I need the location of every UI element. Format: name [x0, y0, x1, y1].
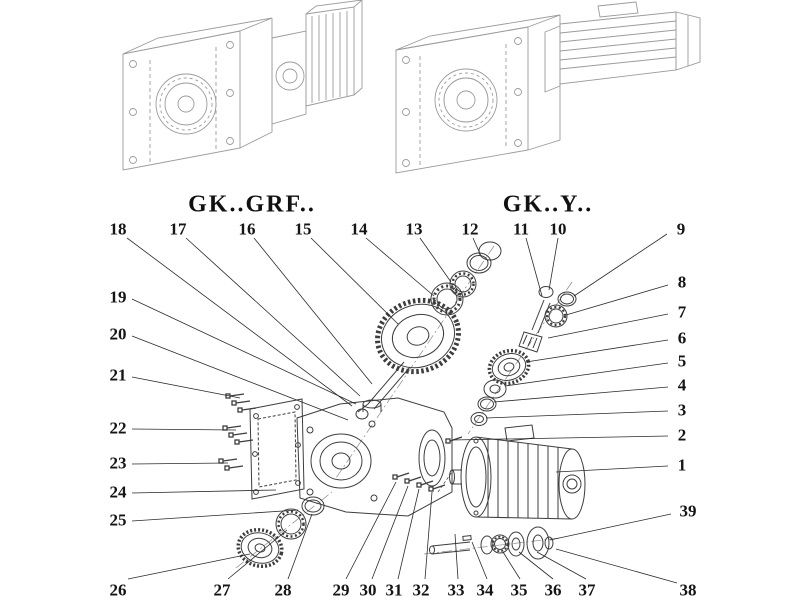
leader-line-30 [371, 485, 409, 580]
leader-line-32 [424, 491, 433, 580]
output-flange [249, 398, 305, 500]
leader-line-18 [126, 237, 353, 407]
output-gearwheel [375, 297, 461, 375]
leader-line-29 [345, 481, 397, 580]
assembled-view-gky [395, 1, 701, 174]
gear-housing [296, 397, 453, 517]
leader-line-23 [131, 462, 229, 465]
leader-line-25 [131, 509, 299, 522]
bevel-pinion-assembly [518, 286, 577, 353]
leader-line-21 [131, 376, 241, 399]
leader-line-14 [365, 237, 435, 297]
bevel-gearwheel [487, 348, 531, 386]
leader-line-31 [397, 488, 420, 580]
washers-and-nut [470, 379, 507, 426]
leader-line-6 [525, 339, 669, 363]
leader-line-3 [485, 410, 669, 419]
taper-bearing-pair [430, 270, 477, 316]
leader-line-9 [573, 233, 668, 297]
leader-line-17 [185, 237, 361, 397]
leader-line-35 [502, 551, 521, 580]
leader-line-4 [493, 386, 669, 403]
variant-title-gky: GK..Y.. [502, 191, 594, 218]
electric-motor [449, 424, 586, 520]
leader-line-37 [536, 551, 587, 580]
center-axis-lines [235, 245, 573, 569]
leader-line-11 [525, 237, 543, 297]
leader-line-22 [131, 428, 237, 431]
lower-bearing-set [236, 496, 325, 569]
leader-line-12 [472, 237, 482, 257]
leader-line-28 [287, 513, 313, 580]
leader-line-38 [555, 548, 678, 584]
output-shaft-assembly [429, 526, 554, 560]
leader-line-33 [454, 533, 459, 580]
variant-title-gkgrf: GK..GRF.. [188, 191, 316, 218]
leader-line-20 [131, 335, 349, 421]
leader-line-19 [131, 298, 357, 405]
leader-line-8 [565, 284, 669, 316]
leader-line-15 [310, 237, 399, 325]
leader-line-39 [549, 513, 672, 541]
leader-line-2 [451, 435, 669, 441]
leader-line-1 [555, 465, 669, 473]
leader-line-5 [504, 362, 669, 387]
leader-line-36 [518, 551, 554, 580]
leader-line-13 [419, 237, 452, 283]
assembled-view-gkgrf [122, 0, 363, 171]
leader-line-34 [471, 541, 488, 580]
motor-bolts [392, 436, 463, 493]
leader-line-26 [127, 553, 251, 580]
leader-line-27 [227, 529, 288, 580]
intermediate-shaft [355, 361, 411, 420]
retaining-rings [466, 241, 502, 274]
leader-line-16 [253, 237, 373, 385]
leader-line-10 [548, 237, 559, 291]
leader-line-7 [547, 313, 669, 339]
leader-lines [126, 233, 678, 584]
leader-line-24 [131, 489, 277, 494]
